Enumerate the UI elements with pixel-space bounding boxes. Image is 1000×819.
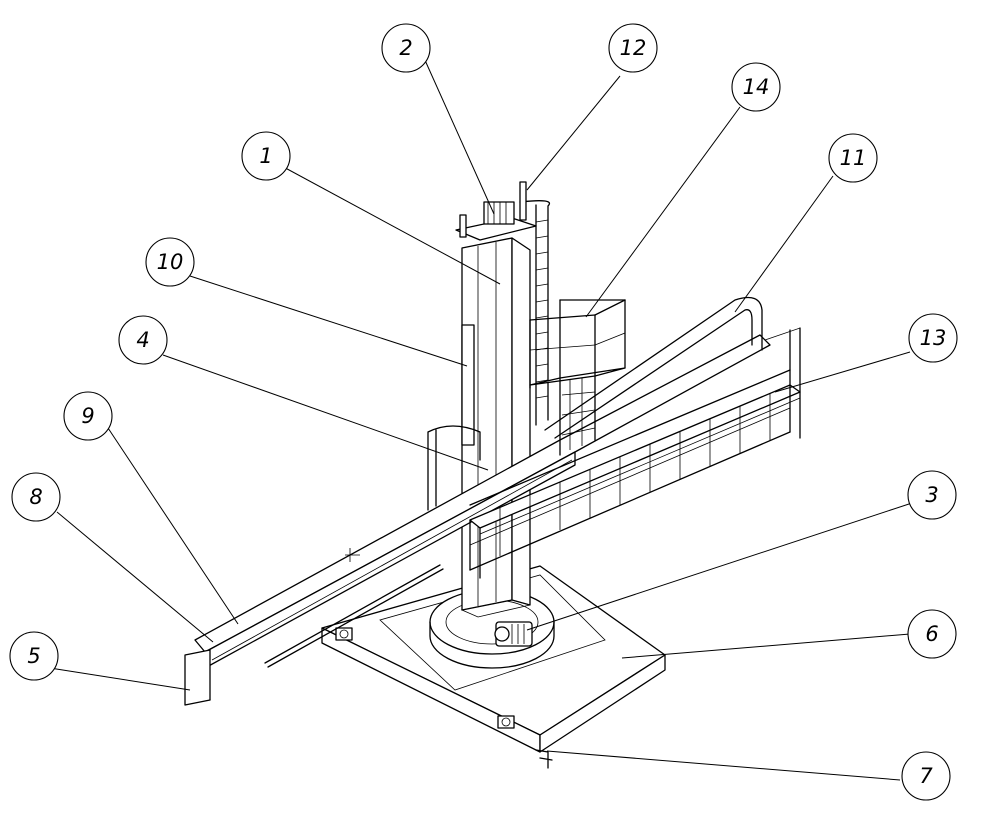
svg-text:7: 7: [919, 764, 933, 788]
wheel-front: [497, 715, 515, 729]
callout-13: 13: [908, 313, 958, 363]
lift-drive: [455, 181, 537, 241]
boom-rail: [264, 564, 444, 668]
callout-12: 12: [608, 23, 658, 73]
callout-11: 11: [828, 133, 878, 183]
counterweight: [461, 324, 475, 446]
column-cable-chain: [427, 425, 481, 511]
svg-text:13: 13: [920, 326, 947, 350]
svg-text:10: 10: [157, 250, 184, 274]
callout-1: 1: [241, 131, 291, 181]
callout-6: 6: [907, 609, 957, 659]
svg-text:8: 8: [29, 485, 42, 509]
rotation-drive: [494, 621, 533, 647]
callout-7: 7: [901, 751, 951, 801]
boom-cable-chain: [544, 296, 763, 439]
svg-text:5: 5: [27, 644, 40, 668]
callout-3: 3: [907, 470, 957, 520]
svg-text:3: 3: [925, 483, 938, 507]
callout-2: 2: [381, 23, 431, 73]
svg-text:9: 9: [81, 404, 94, 428]
boom: [184, 334, 771, 706]
callout-10: 10: [145, 237, 195, 287]
svg-text:1: 1: [259, 144, 272, 168]
callout-14: 14: [731, 62, 781, 112]
callout-8: 8: [11, 472, 61, 522]
svg-text:14: 14: [743, 75, 770, 99]
wheel-left: [335, 627, 353, 641]
svg-text:11: 11: [840, 146, 867, 170]
operator-guard: [529, 299, 626, 456]
rail-stopper: [535, 749, 553, 769]
svg-text:6: 6: [925, 622, 938, 646]
callout-9: 9: [63, 391, 113, 441]
walkway-platform: [469, 327, 801, 579]
leader-lines: [49, 57, 913, 781]
callout-5: 5: [9, 631, 59, 681]
svg-text:4: 4: [136, 328, 149, 352]
svg-text:2: 2: [399, 36, 412, 60]
callout-4: 4: [118, 315, 168, 365]
svg-text:12: 12: [620, 36, 647, 60]
